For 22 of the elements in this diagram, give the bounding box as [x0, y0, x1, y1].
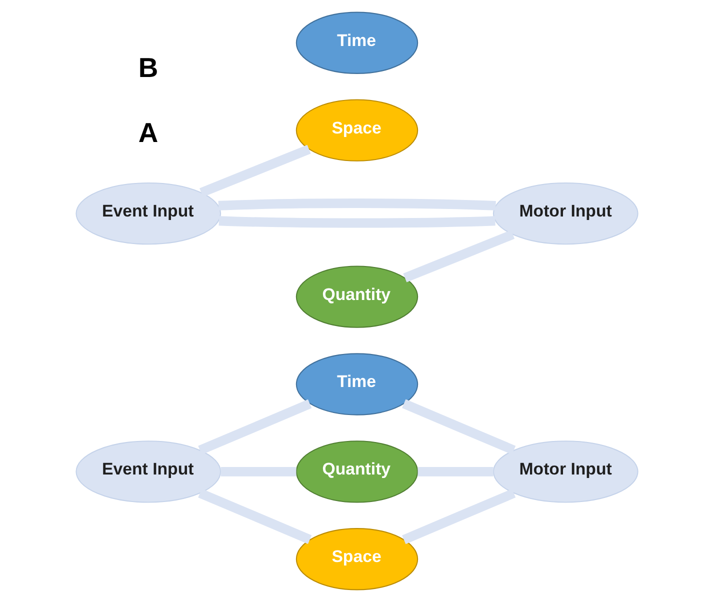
connector [220, 466, 296, 476]
connector [218, 198, 496, 210]
node-ellipse: Space [296, 99, 418, 162]
connector [198, 488, 312, 544]
node-ellipse: Motor Input [492, 440, 638, 503]
label: A [138, 117, 158, 148]
connector [218, 216, 496, 228]
connector [402, 488, 516, 544]
connector [198, 399, 312, 455]
node-ellipse: Time [296, 353, 418, 416]
label: B [138, 52, 158, 83]
node-ellipse: Motor Input [492, 182, 638, 245]
node-ellipse: Event Input [76, 182, 222, 245]
node-ellipse: Event Input [76, 440, 222, 503]
connector [402, 399, 516, 455]
node-ellipse: Quantity [296, 266, 418, 328]
node-ellipse: Quantity [296, 440, 418, 503]
connector [418, 466, 494, 476]
connector [200, 144, 311, 198]
connector [403, 230, 515, 282]
node-ellipse: Space [296, 528, 418, 590]
node-ellipse: Time [296, 12, 418, 74]
